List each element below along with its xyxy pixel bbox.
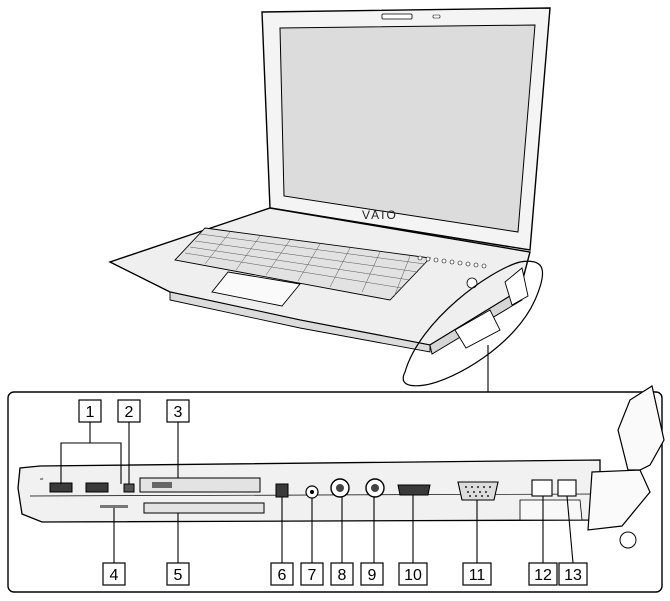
flap-hinge bbox=[619, 531, 637, 549]
laptop-illustration: VAIO bbox=[108, 7, 551, 392]
indicator-light bbox=[100, 505, 128, 508]
i-link-port bbox=[275, 483, 289, 498]
callout-10-number: 10 bbox=[404, 567, 422, 584]
pc-card-eject bbox=[152, 482, 172, 488]
callout-6-number: 6 bbox=[278, 567, 287, 584]
usb-icon: ⇌ bbox=[40, 476, 44, 481]
callout-1-leader bbox=[60, 442, 122, 484]
side-view: ⇌ bbox=[17, 385, 665, 549]
hdmi-port bbox=[397, 484, 431, 496]
callout-13-number: 13 bbox=[564, 567, 582, 584]
callout-7-number: 7 bbox=[308, 567, 317, 584]
callout-12-number: 12 bbox=[534, 567, 552, 584]
callout-13-leader bbox=[566, 495, 574, 564]
audio-jack-center bbox=[310, 490, 314, 494]
usb-port-1 bbox=[49, 482, 73, 493]
network-port bbox=[531, 479, 553, 497]
callout-7: 7 bbox=[300, 562, 324, 586]
callout-8-number: 8 bbox=[338, 567, 347, 584]
callout-13: 13 bbox=[558, 562, 588, 586]
callout-11: 11 bbox=[462, 562, 492, 586]
webcam-icon bbox=[381, 13, 413, 20]
callout-2: 2 bbox=[117, 399, 141, 423]
callout-4: 4 bbox=[102, 562, 126, 586]
callout-9: 9 bbox=[360, 562, 384, 586]
callout-12: 12 bbox=[528, 562, 558, 586]
laptop-front-edge bbox=[169, 291, 431, 353]
media-buttons bbox=[417, 255, 487, 269]
callout-5-number: 5 bbox=[174, 567, 183, 584]
flap-arm bbox=[617, 385, 665, 471]
camera-indicator-icon bbox=[432, 14, 441, 19]
small-port-cover bbox=[504, 267, 529, 306]
callout-3: 3 bbox=[166, 399, 190, 423]
modem-port bbox=[557, 479, 577, 497]
callout-2-number: 2 bbox=[125, 404, 134, 421]
highlight-ellipse bbox=[402, 260, 544, 387]
callout-10: 10 bbox=[398, 562, 428, 586]
callout-4-number: 4 bbox=[110, 567, 119, 584]
callout-3-number: 3 bbox=[174, 404, 183, 421]
callout-5: 5 bbox=[166, 562, 190, 586]
keyboard-keys bbox=[184, 231, 426, 298]
expresscard-slot bbox=[143, 502, 265, 514]
laptop-screen bbox=[279, 24, 536, 233]
callout-6: 6 bbox=[270, 562, 294, 586]
callout-1-number: 1 bbox=[86, 404, 95, 421]
brand-logo: VAIO bbox=[362, 208, 398, 222]
pc-card-slot bbox=[139, 477, 261, 493]
callout-1: 1 bbox=[78, 399, 102, 423]
usb-port-2 bbox=[85, 482, 109, 493]
touchpad bbox=[211, 271, 301, 307]
callout-11-number: 11 bbox=[469, 567, 486, 584]
callout-8: 8 bbox=[330, 562, 354, 586]
callout-9-number: 9 bbox=[368, 567, 377, 584]
monitor-port bbox=[457, 481, 499, 501]
small-side-flap bbox=[454, 309, 501, 349]
wireless-switch bbox=[123, 483, 135, 493]
s-video-out-core bbox=[371, 484, 379, 492]
lan-cover bbox=[519, 499, 583, 521]
s-video-in-core bbox=[336, 484, 344, 492]
vga-pins bbox=[465, 486, 491, 497]
